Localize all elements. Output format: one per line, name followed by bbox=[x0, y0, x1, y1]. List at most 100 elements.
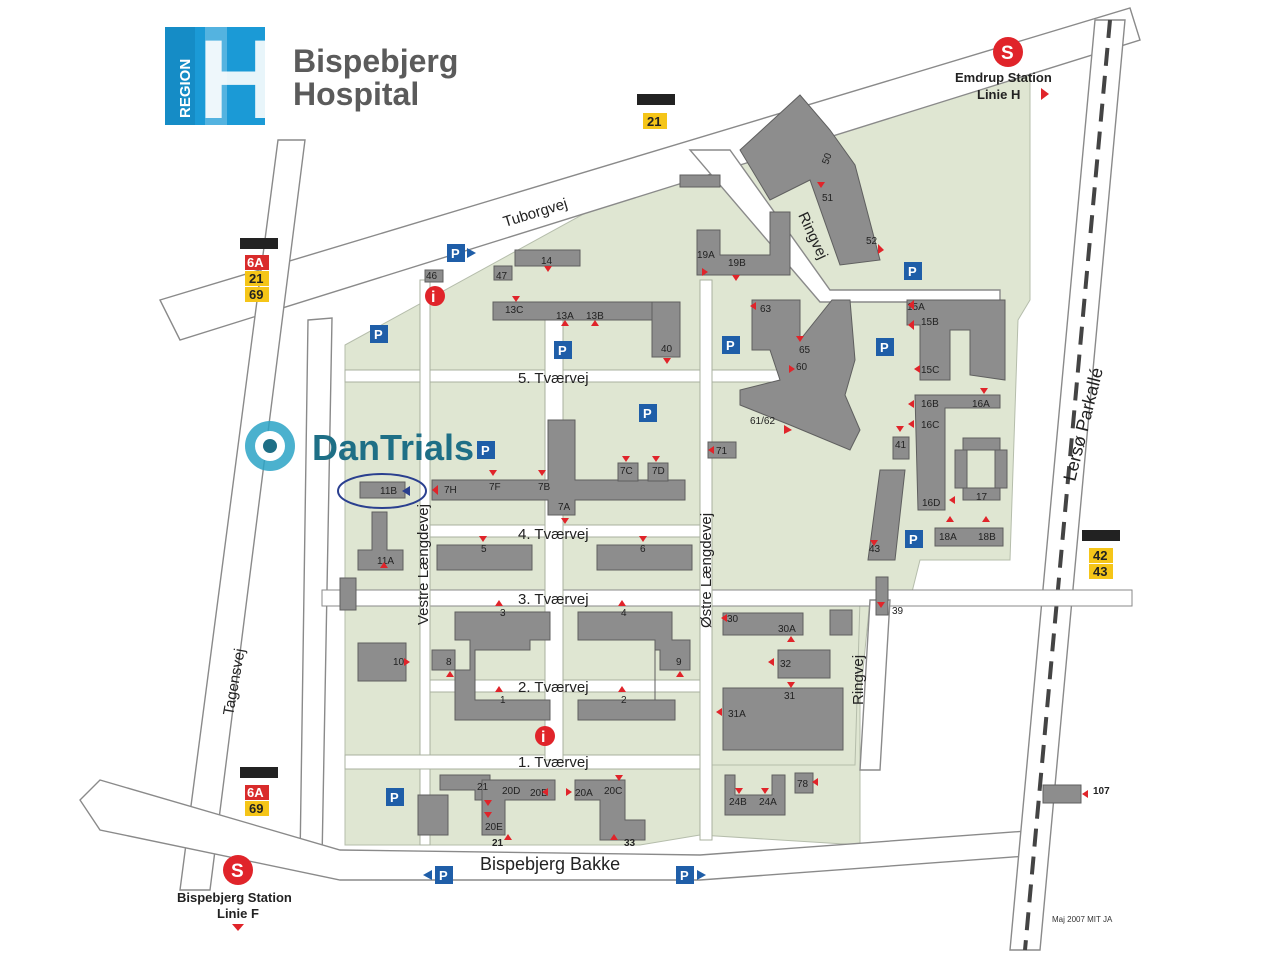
building-5: 5 bbox=[481, 544, 487, 555]
svg-text:REGION: REGION bbox=[177, 59, 194, 118]
building-24a: 24A bbox=[759, 797, 777, 808]
svg-text:21: 21 bbox=[647, 114, 661, 129]
svg-text:S: S bbox=[1001, 43, 1014, 64]
building-61-62: 61/62 bbox=[750, 416, 775, 427]
building-10: 10 bbox=[393, 657, 405, 668]
building-3: 3 bbox=[500, 608, 506, 619]
svg-text:P: P bbox=[908, 264, 917, 279]
building-20c: 20C bbox=[604, 786, 622, 797]
building-31a: 31A bbox=[728, 709, 746, 720]
svg-text:P: P bbox=[374, 327, 383, 342]
building-65: 65 bbox=[799, 345, 811, 356]
svg-text:Linie F: Linie F bbox=[217, 906, 259, 921]
stop-33: 33 bbox=[624, 838, 636, 849]
parking-sign: P bbox=[423, 866, 453, 884]
building-13c: 13C bbox=[505, 305, 523, 316]
svg-text:6A: 6A bbox=[247, 785, 264, 800]
bispebjerg-station: S Bispebjerg Station Linie F bbox=[177, 855, 292, 931]
building-11b: 11B bbox=[380, 486, 397, 497]
svg-text:S: S bbox=[231, 861, 244, 882]
street-vestre-laengdevej: Vestre Længdevej bbox=[415, 504, 432, 625]
building-63: 63 bbox=[760, 304, 772, 315]
building-47: 47 bbox=[496, 271, 508, 282]
svg-text:Emdrup Station: Emdrup Station bbox=[955, 70, 1052, 85]
building-20b: 20B bbox=[530, 788, 548, 799]
building-7c: 7C bbox=[620, 466, 633, 477]
parking-sign: P bbox=[554, 341, 572, 359]
credit-text: Maj 2007 MIT JA bbox=[1052, 915, 1113, 924]
stop-21: 21 bbox=[492, 838, 504, 849]
building-7a: 7A bbox=[558, 502, 571, 513]
hospital-name-line1: Bispebjerg bbox=[293, 43, 458, 79]
parking-sign: P bbox=[477, 441, 495, 459]
building-8: 8 bbox=[446, 657, 452, 668]
entrance-markers bbox=[380, 182, 1088, 840]
building-20a: 20A bbox=[575, 788, 593, 799]
svg-text:DanTrials: DanTrials bbox=[312, 427, 474, 468]
svg-text:P: P bbox=[439, 868, 448, 883]
building-30: 30 bbox=[727, 614, 739, 625]
svg-text:P: P bbox=[643, 406, 652, 421]
info-point: i bbox=[535, 726, 555, 746]
building-16b: 16B bbox=[921, 399, 939, 410]
svg-text:P: P bbox=[726, 338, 735, 353]
buildings bbox=[339, 94, 1082, 841]
building-24b: 24B bbox=[729, 797, 747, 808]
building-60: 60 bbox=[796, 362, 808, 373]
roads bbox=[79, 7, 1141, 951]
bus-stop-right: 42 43 bbox=[1082, 530, 1120, 579]
svg-text:21: 21 bbox=[249, 271, 263, 286]
highlight-ellipse bbox=[337, 473, 427, 509]
svg-text:69: 69 bbox=[249, 801, 263, 816]
parking-signs: P P P P P P P P P P P P bbox=[370, 244, 923, 884]
building-13b: 13B bbox=[586, 311, 604, 322]
svg-text:H: H bbox=[198, 17, 279, 142]
parking-sign: P bbox=[386, 788, 404, 806]
building-52: 52 bbox=[866, 236, 878, 247]
parking-sign: P bbox=[676, 866, 706, 884]
building-19b: 19B bbox=[728, 258, 746, 269]
svg-text:P: P bbox=[909, 532, 918, 547]
building-43: 43 bbox=[869, 544, 881, 555]
svg-text:6A: 6A bbox=[247, 255, 264, 270]
building-4: 4 bbox=[621, 608, 627, 619]
svg-text:Bispebjerg Station: Bispebjerg Station bbox=[177, 890, 292, 905]
parking-sign: P bbox=[370, 325, 388, 343]
bus-stop-left-lower: 6A 69 bbox=[240, 767, 278, 816]
svg-text:P: P bbox=[390, 790, 399, 805]
building-30a: 30A bbox=[778, 624, 796, 635]
emdrup-station: S Emdrup Station Linie H bbox=[955, 37, 1052, 102]
street-bispebjerg-bakke: Bispebjerg Bakke bbox=[480, 854, 620, 874]
dantrials-logo: DanTrials bbox=[245, 421, 474, 471]
parking-sign: P bbox=[447, 244, 476, 262]
building-labels: 46 47 14 13C 13A 13B 40 19A 19B 50 51 52… bbox=[377, 151, 1110, 849]
street-tvaervej-3: 3. Tværvej bbox=[518, 591, 589, 608]
building-46: 46 bbox=[426, 271, 438, 282]
svg-text:P: P bbox=[481, 443, 490, 458]
building-40: 40 bbox=[661, 344, 673, 355]
svg-text:P: P bbox=[880, 340, 889, 355]
hospital-name-line2: Hospital bbox=[293, 76, 419, 112]
building-41: 41 bbox=[895, 440, 907, 451]
bus-stop-left-upper: 6A 21 69 bbox=[240, 238, 278, 302]
building-107: 107 bbox=[1093, 786, 1110, 797]
building-18b: 18B bbox=[978, 532, 996, 543]
building-7b: 7B bbox=[538, 482, 551, 493]
building-21: 21 bbox=[477, 782, 489, 793]
building-11a: 11A bbox=[377, 556, 394, 567]
street-tvaervej-4: 4. Tværvej bbox=[518, 526, 589, 543]
bus-stop-top: 21 bbox=[637, 94, 675, 129]
street-ringvej-south: Ringvej bbox=[850, 655, 867, 705]
building-20d: 20D bbox=[502, 786, 520, 797]
street-tvaervej-5: 5. Tværvej bbox=[518, 370, 589, 387]
parking-sign: P bbox=[876, 338, 894, 356]
building-15a: 15A bbox=[907, 302, 925, 313]
region-h-logo: REGION H bbox=[165, 17, 279, 142]
building-20e: 20E bbox=[485, 822, 503, 833]
parking-sign: P bbox=[722, 336, 740, 354]
building-16c: 16C bbox=[921, 420, 939, 431]
building-16a: 16A bbox=[972, 399, 990, 410]
svg-text:P: P bbox=[451, 246, 460, 261]
street-tvaervej-1: 1. Tværvej bbox=[518, 754, 589, 771]
